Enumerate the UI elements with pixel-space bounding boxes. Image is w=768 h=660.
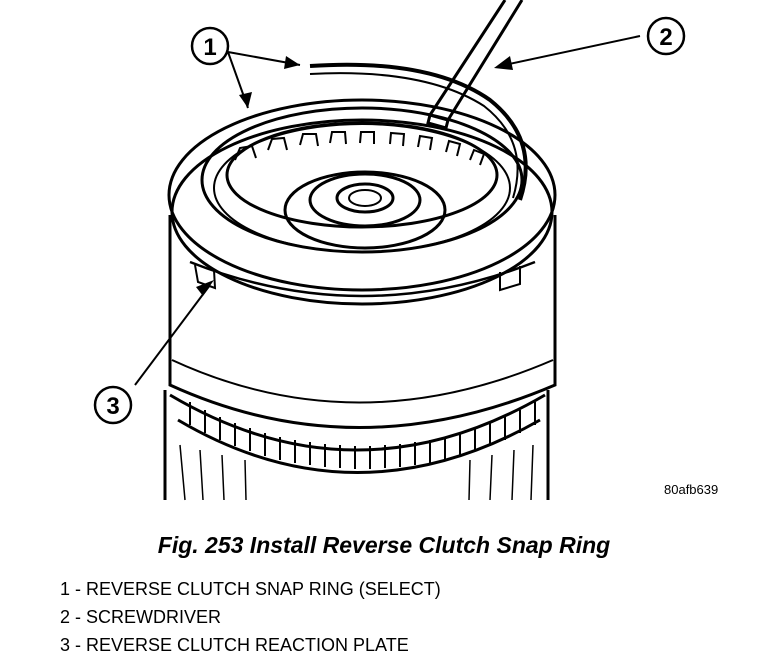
legend-item-2: 2 - SCREWDRIVER: [60, 607, 222, 627]
snap-ring-inner: [309, 72, 519, 199]
drum-shadow-lines: [179, 444, 534, 501]
drum-outer-rim-lower: [170, 118, 554, 306]
callout-1-number: 1: [203, 34, 216, 61]
callout-legend: 1 - REVERSE CLUTCH SNAP RING (SELECT) 2 …: [60, 575, 441, 659]
callout-2-arrowhead: [494, 56, 513, 70]
clutch-pack-teeth: [234, 131, 486, 166]
callout-1-circle: [190, 26, 230, 66]
callout-2-leader: [499, 35, 641, 67]
clutch-assembly-illustration: 1 2 3: [93, 0, 686, 501]
snap-ring: [309, 62, 528, 201]
callout-1-arrowhead-b: [239, 92, 252, 108]
reaction-plate-edge: [189, 260, 536, 298]
figure-reference-code: 80afb639: [664, 482, 719, 497]
callout-3-number: 3: [106, 393, 119, 420]
lower-gear-teeth: [189, 402, 536, 469]
callout-2-circle: [646, 16, 686, 56]
hub-bore: [348, 189, 382, 207]
screwdriver: [426, 0, 524, 130]
figure-caption: Fig. 253 Install Reverse Clutch Snap Rin…: [157, 532, 611, 558]
callout-3-leader: [134, 284, 211, 386]
callout-1-arrowhead-a: [284, 56, 300, 69]
drum-outer-rim: [167, 98, 557, 292]
legend-item-1: 1 - REVERSE CLUTCH SNAP RING (SELECT): [60, 579, 441, 599]
legend-item-3: 3 - REVERSE CLUTCH REACTION PLATE: [60, 635, 409, 655]
drum-lower-body: [163, 390, 550, 500]
callout-3-arrowhead: [196, 280, 214, 296]
hub-middle: [308, 172, 422, 228]
hub-outer: [283, 170, 447, 250]
hub-inner: [335, 182, 395, 214]
drum-cylinder-band: [171, 359, 554, 404]
drum-cylinder: [168, 215, 557, 429]
callout-3-circle: [93, 385, 133, 425]
lower-gear-ring-inner: [177, 418, 541, 474]
callout-2-number: 2: [659, 24, 672, 51]
